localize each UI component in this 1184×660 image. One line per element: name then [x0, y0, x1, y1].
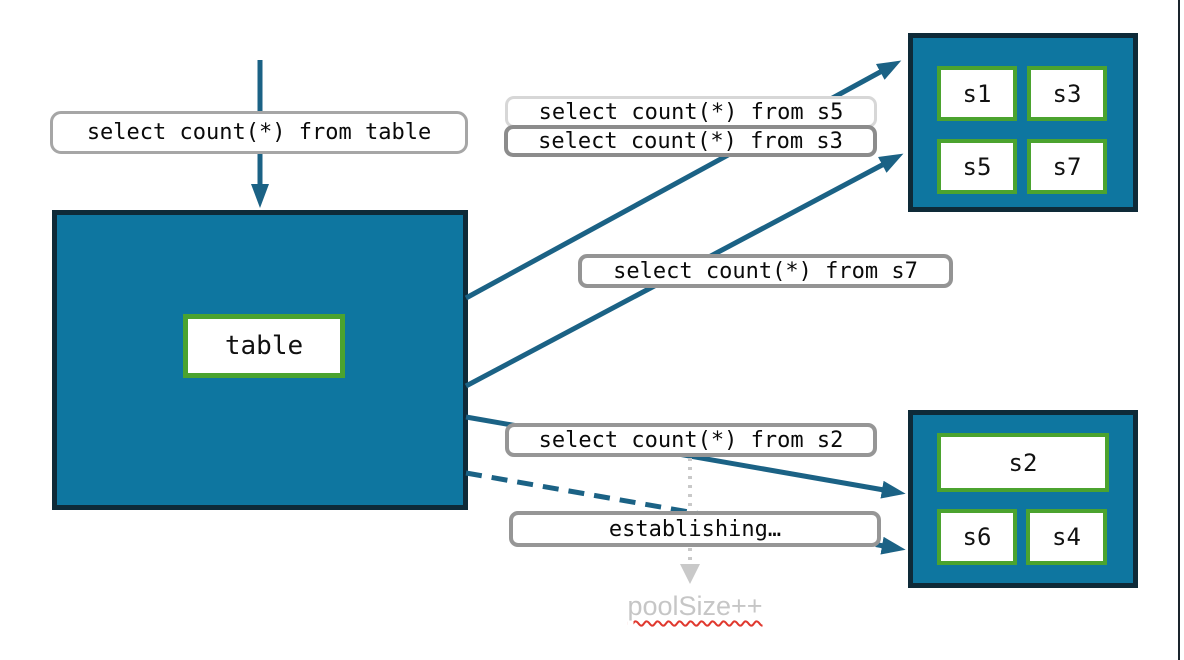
shard-node-label: s4 — [1052, 523, 1081, 551]
query-label-text: select count(*) from s3 — [538, 128, 843, 154]
shard-group-bottom-box: s2 s6 s4 — [908, 410, 1138, 588]
query-label-from-s7: select count(*) from s7 — [578, 254, 953, 288]
shard-node-label: s6 — [962, 523, 992, 551]
query-label-from-s2: select count(*) from s2 — [505, 423, 877, 457]
shard-node-s1: s1 — [937, 66, 1017, 121]
shard-node-s5: s5 — [937, 139, 1017, 194]
query-label-text: select count(*) from table — [86, 120, 432, 145]
table-node-label: table — [224, 331, 304, 361]
shard-node-s2: s2 — [937, 433, 1109, 492]
query-label-from-table: select count(*) from table — [50, 111, 468, 154]
shard-node-label: s2 — [1008, 448, 1038, 477]
table-container-box: table — [52, 210, 468, 510]
establishing-label: establishing… — [509, 511, 881, 547]
query-label-text: select count(*) from s7 — [613, 258, 918, 284]
shard-node-label: s1 — [962, 79, 992, 108]
shard-node-label: s7 — [1052, 152, 1082, 181]
shard-node-label: s5 — [962, 152, 992, 181]
table-node: table — [183, 314, 345, 378]
poolsize-annotation: poolSize++ — [600, 591, 790, 622]
shard-node-s4: s4 — [1026, 509, 1107, 565]
shard-node-s6: s6 — [937, 509, 1017, 565]
shard-group-top-box: s1 s3 s5 s7 — [908, 33, 1138, 212]
poolsize-text: poolSize++ — [627, 591, 763, 621]
query-label-text: select count(*) from s2 — [538, 427, 844, 453]
shard-node-label: s3 — [1052, 79, 1082, 108]
shard-node-s3: s3 — [1027, 66, 1107, 121]
canvas-edge-line — [1178, 0, 1180, 660]
query-label-from-s3: select count(*) from s3 — [504, 125, 877, 157]
query-label-from-s5: select count(*) from s5 — [505, 96, 877, 128]
establishing-label-text: establishing… — [608, 516, 782, 542]
query-label-text: select count(*) from s5 — [538, 99, 844, 125]
shard-node-s7: s7 — [1027, 139, 1107, 194]
